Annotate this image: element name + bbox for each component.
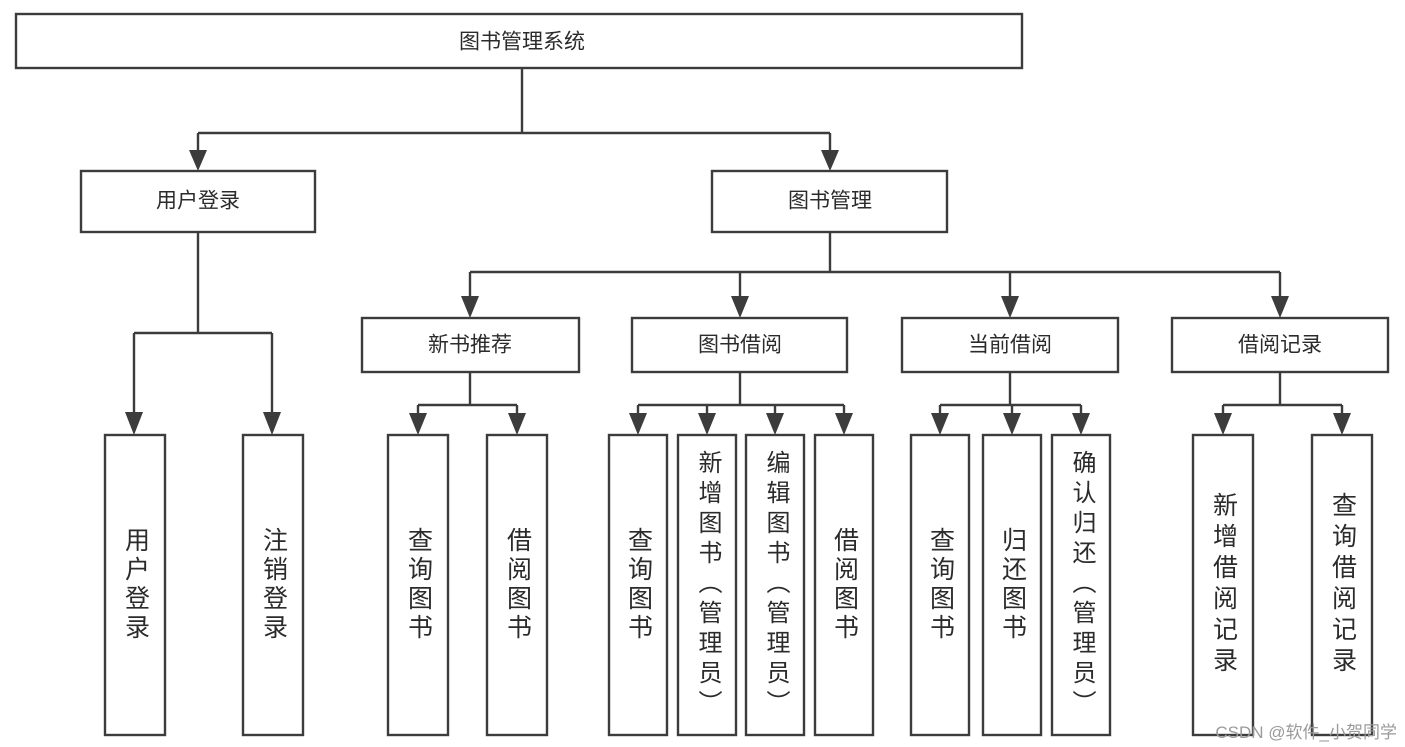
arrow-head-leaf-add-book [698, 413, 716, 435]
leaf-box-edit-book[interactable] [744, 433, 806, 737]
arrow-head-leaf-confirm-return [1072, 413, 1090, 435]
leaf-box-query-book-3[interactable] [909, 433, 971, 737]
node-new-book-recommend[interactable]: 新书推荐 [360, 316, 581, 374]
leaf-box-add-borrow-record[interactable] [1191, 433, 1255, 737]
leaf-box-return-book[interactable] [981, 433, 1043, 737]
arrow-head-leaf-logout-login [263, 412, 281, 435]
leaf-box-query-borrow-record[interactable] [1310, 433, 1374, 737]
node-user-login[interactable]: 用户登录 [79, 169, 317, 234]
arrow-head-borrow-record [1271, 296, 1289, 318]
leaf-box-query-book-2[interactable] [607, 433, 669, 737]
node-new-book-recommend-label: 新书推荐 [428, 334, 512, 357]
node-book-borrow-box[interactable] [630, 316, 849, 374]
arrow-head-leaf-edit-book [766, 413, 784, 435]
arrow-head-current-borrow [1001, 296, 1019, 318]
node-book-management[interactable]: 图书管理 [710, 169, 949, 234]
arrow-head-leaf-query-book-2 [629, 413, 647, 435]
leaf-box-confirm-return[interactable] [1050, 433, 1112, 737]
arrow-head-leaf-add-borrow-record [1214, 413, 1232, 435]
node-user-login-label: 用户登录 [156, 190, 240, 213]
node-borrow-record-box[interactable] [1170, 316, 1390, 374]
node-current-borrow-box[interactable] [900, 316, 1120, 374]
node-root-label: 图书管理系统 [459, 31, 585, 54]
node-book-management-box[interactable] [710, 169, 949, 234]
arrow-head-user-login [189, 150, 207, 171]
arrow-head-leaf-query-book-1 [409, 413, 427, 435]
leaf-box-add-book[interactable] [676, 433, 738, 737]
arrow-head-leaf-return-book [1003, 413, 1021, 435]
node-book-borrow[interactable]: 图书借阅 [630, 316, 849, 374]
node-root-box[interactable] [14, 12, 1024, 70]
csdn-watermark: CSDN @软件_小贺同学 [1215, 723, 1397, 742]
node-current-borrow-label: 当前借阅 [968, 334, 1052, 357]
arrow-head-leaf-user-login [125, 412, 143, 435]
node-book-management-label: 图书管理 [788, 190, 872, 213]
arrow-head-leaf-query-book-3 [931, 413, 949, 435]
node-borrow-record-label: 借阅记录 [1238, 334, 1322, 357]
arrow-head-leaf-query-borrow-record [1333, 413, 1351, 435]
node-root[interactable]: 图书管理系统 [14, 12, 1024, 70]
leaf-box-query-book-1[interactable] [386, 433, 450, 737]
node-book-borrow-label: 图书借阅 [698, 334, 782, 357]
nodes-layer: 图书管理系统 用户登录 图书管理 新书推荐 图书借阅 当前借阅 [14, 12, 1390, 737]
leaf-box-borrow-book-1[interactable] [485, 433, 549, 737]
node-current-borrow[interactable]: 当前借阅 [900, 316, 1120, 374]
leaf-box-user-login[interactable] [103, 433, 167, 737]
arrow-head-new-book-recommend [461, 296, 479, 318]
leaf-box-logout-login[interactable] [241, 433, 305, 737]
arrow-head-book-management [821, 150, 839, 171]
arrow-head-book-borrow [731, 296, 749, 318]
connectors-layer [125, 68, 1351, 435]
leaf-box-borrow-book-2[interactable] [813, 433, 875, 737]
node-user-login-box[interactable] [79, 169, 317, 234]
arrow-head-leaf-borrow-book-2 [835, 413, 853, 435]
arrow-head-leaf-borrow-book-1 [508, 413, 526, 435]
node-new-book-recommend-box[interactable] [360, 316, 581, 374]
node-borrow-record[interactable]: 借阅记录 [1170, 316, 1390, 374]
